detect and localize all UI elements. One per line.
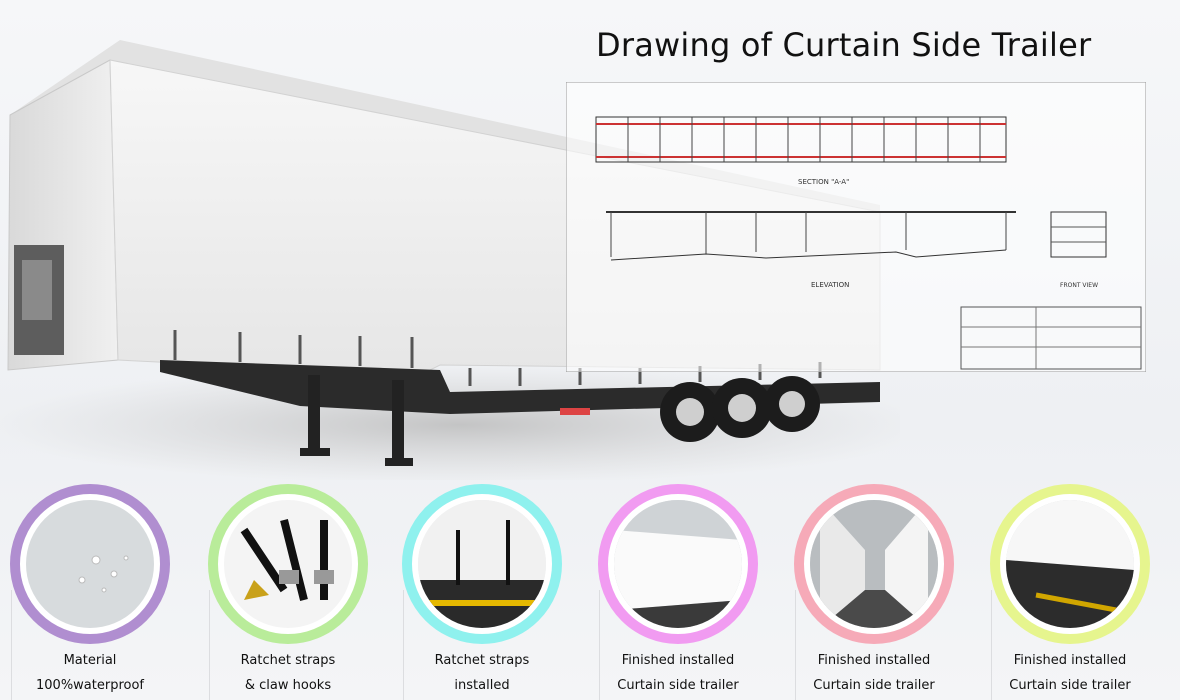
divider-line <box>795 590 796 700</box>
feature-caption-line1: Ratchet straps <box>240 653 336 668</box>
page-title: Drawing of Curtain Side Trailer <box>596 26 1092 64</box>
feature-ring <box>402 484 562 644</box>
feature-ring <box>794 484 954 644</box>
section-label: SECTION "A-A" <box>798 178 849 186</box>
trailer-interior-icon <box>810 500 938 628</box>
feature-caption: Material 100%waterproof <box>5 648 175 698</box>
trailer-floor-icon <box>1006 500 1134 628</box>
elevation-label: ELEVATION <box>811 281 849 289</box>
front-view-label: FRONT VIEW <box>1060 282 1098 289</box>
feature-caption-line1: Finished installed <box>621 653 735 668</box>
feature-caption-line1: Ratchet straps <box>434 653 530 668</box>
divider-line <box>209 590 210 700</box>
feature-ring <box>990 484 1150 644</box>
feature-caption: Ratchet straps installed <box>397 648 567 698</box>
water-droplets-icon <box>26 500 154 628</box>
installed-strap-icon <box>418 500 546 628</box>
divider-line <box>599 590 600 700</box>
technical-drawing: SECTION "A-A" ELEVATION FRONT VIEW <box>566 82 1146 372</box>
feature-ring <box>208 484 368 644</box>
feature-caption-line2: Curtain side trailer <box>617 678 739 693</box>
divider-line <box>991 590 992 700</box>
feature-caption-line2: Curtain side trailer <box>813 678 935 693</box>
trailer-side-icon <box>614 500 742 628</box>
feature-caption-line2: Curtain side trailer <box>1009 678 1131 693</box>
feature-caption-line2: installed <box>454 678 510 693</box>
feature-ring <box>598 484 758 644</box>
feature-caption: Ratchet straps & claw hooks <box>203 648 373 698</box>
feature-caption-line1: Finished installed <box>1013 653 1127 668</box>
divider-line <box>11 590 12 700</box>
feature-caption-line1: Material <box>63 653 117 668</box>
feature-ring <box>10 484 170 644</box>
divider-line <box>403 590 404 700</box>
feature-caption-line1: Finished installed <box>817 653 931 668</box>
ratchet-strap-icon <box>224 500 352 628</box>
feature-caption-line2: 100%waterproof <box>36 678 144 693</box>
feature-caption-line2: & claw hooks <box>244 678 332 693</box>
